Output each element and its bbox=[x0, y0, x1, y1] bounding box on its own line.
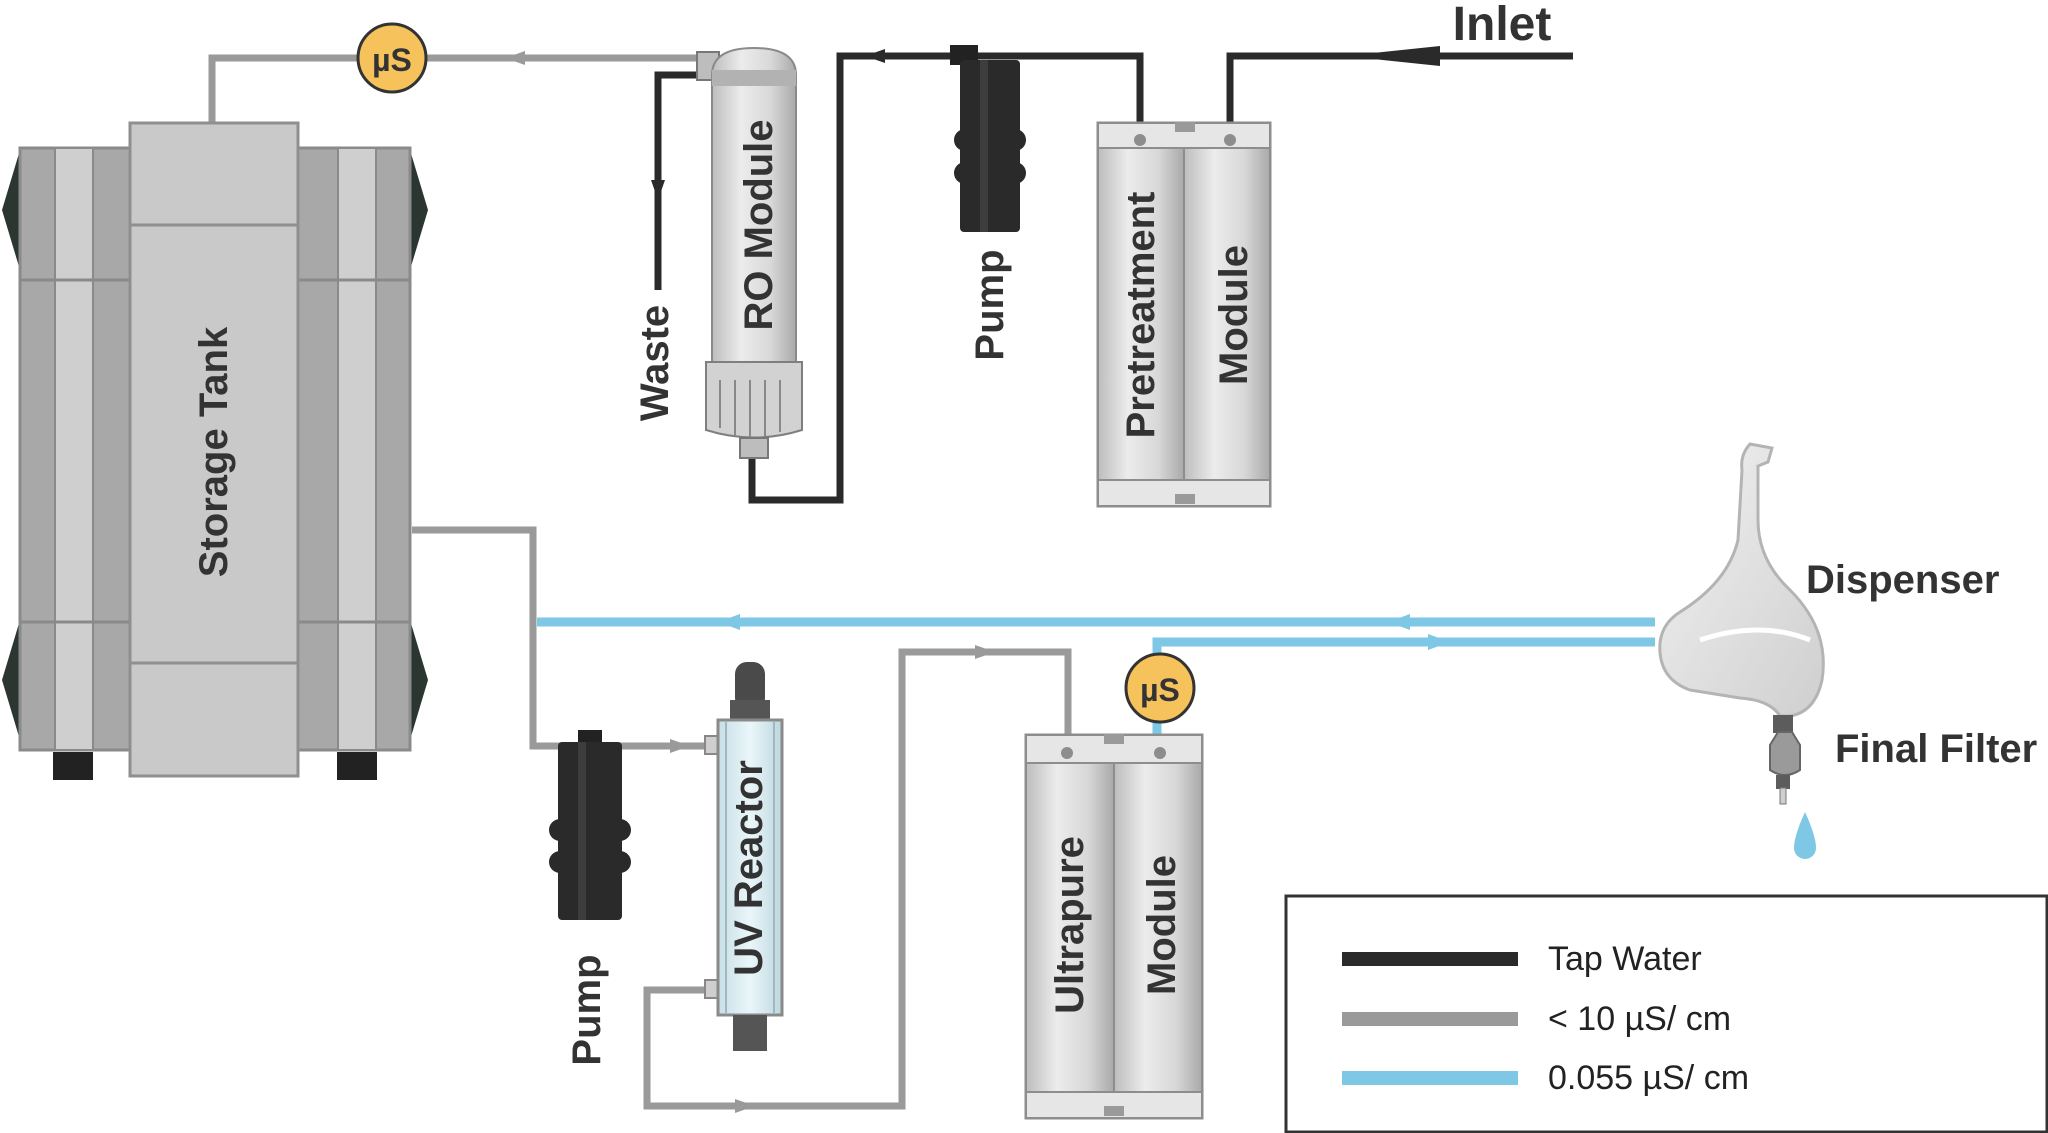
pretreatment-module-label: Module bbox=[1212, 245, 1256, 385]
storage-tank: Storage Tank bbox=[2, 121, 428, 780]
meter-top-label: µS bbox=[372, 42, 412, 78]
pretreatment-label: Pretreatment bbox=[1119, 192, 1163, 439]
legend-item-lt10: < 10 µS/ cm bbox=[1342, 1000, 1731, 1038]
pipe-ro-to-tank bbox=[208, 54, 700, 125]
water-drop-icon bbox=[1794, 812, 1816, 859]
waste-label: Waste bbox=[633, 305, 677, 421]
pipe-pretreat-to-pump bbox=[748, 52, 1144, 504]
uv-reactor: UV Reactor bbox=[704, 662, 784, 1051]
dispenser-label: Dispenser bbox=[1806, 558, 1999, 602]
pipe-tank-to-pump bbox=[412, 526, 710, 750]
pipe-uv-to-ultrapure bbox=[643, 648, 1072, 1110]
conductivity-meter-bottom: µS bbox=[1124, 652, 1196, 724]
pretreatment-module: Pretreatment Module bbox=[1096, 121, 1272, 508]
flow-arrow-icon bbox=[975, 645, 995, 659]
pipe-ultrapure-to-dispenser bbox=[1152, 637, 1655, 735]
legend-label: 0.055 µS/ cm bbox=[1548, 1059, 1749, 1097]
legend-label: Tap Water bbox=[1548, 940, 1702, 978]
ro-module-label: RO Module bbox=[737, 119, 781, 330]
pump-top-label: Pump bbox=[968, 249, 1012, 360]
ultrapure-module-label: Module bbox=[1140, 855, 1184, 995]
legend: Tap Water < 10 µS/ cm 0.055 µS/ cm bbox=[1284, 894, 2048, 1133]
flow-arrow-icon bbox=[1428, 634, 1450, 650]
pump-bottom: Pump bbox=[549, 730, 631, 1066]
waste-arrow-icon bbox=[651, 180, 665, 200]
inlet-label: Inlet bbox=[1453, 0, 1552, 51]
flow-arrow-icon bbox=[670, 739, 690, 753]
dispenser bbox=[1658, 442, 1825, 859]
pump-top: Pump bbox=[950, 45, 1026, 361]
ro-module: RO Module bbox=[696, 46, 803, 459]
storage-tank-label: Storage Tank bbox=[192, 326, 236, 577]
final-filter-label: Final Filter bbox=[1835, 727, 2037, 771]
flow-arrow-icon bbox=[718, 614, 740, 630]
ultrapure-label: Ultrapure bbox=[1048, 836, 1092, 1014]
legend-label: < 10 µS/ cm bbox=[1548, 1000, 1731, 1038]
pipe-waste bbox=[654, 71, 700, 290]
legend-item-tap-water: Tap Water bbox=[1342, 940, 1702, 978]
flow-arrow-icon bbox=[865, 49, 885, 63]
flow-arrow-icon bbox=[1388, 614, 1410, 630]
pump-bottom-label: Pump bbox=[565, 954, 609, 1065]
uv-reactor-label: UV Reactor bbox=[727, 760, 771, 976]
conductivity-meter-top: µS bbox=[356, 22, 428, 94]
ultrapure-module: Ultrapure Module bbox=[1024, 733, 1204, 1120]
legend-item-ultrapure: 0.055 µS/ cm bbox=[1342, 1059, 1749, 1097]
pipes bbox=[208, 46, 1655, 1113]
meter-bottom-label: µS bbox=[1140, 672, 1180, 708]
flow-arrow-icon bbox=[505, 51, 525, 65]
flow-arrow-icon bbox=[735, 1099, 755, 1113]
pipe-inlet bbox=[1226, 52, 1573, 125]
inlet-arrow-icon bbox=[1345, 46, 1440, 66]
